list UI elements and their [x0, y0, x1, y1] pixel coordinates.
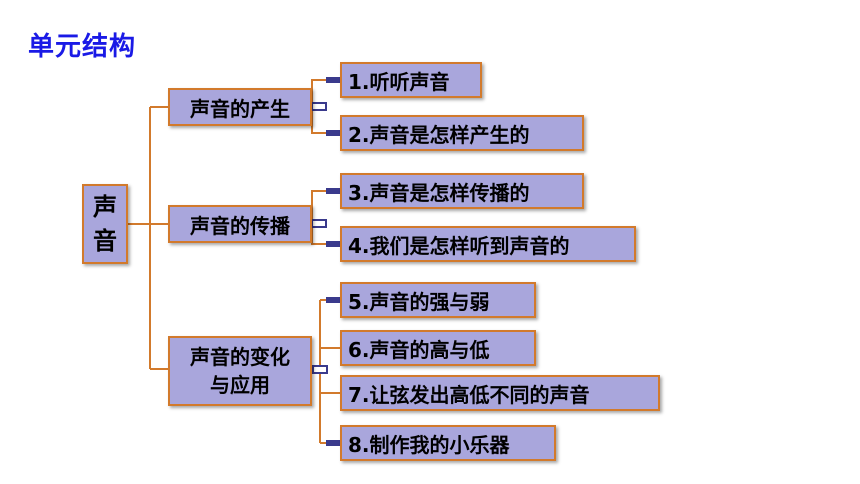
connector-branch-2 [311, 190, 340, 245]
branch-label: 声音的传播 [190, 213, 290, 238]
handle-leaf-5 [326, 297, 340, 303]
leaf-node-4: 4.我们是怎样听到声音的 [340, 226, 636, 262]
leaf-node-7: 7.让弦发出高低不同的声音 [340, 375, 660, 411]
handle-branch-2 [311, 219, 327, 228]
leaf-node-2: 2.声音是怎样产生的 [340, 115, 584, 151]
leaf-label: 8.制作我的小乐器 [348, 432, 510, 457]
leaf-node-5: 5.声音的强与弱 [340, 282, 536, 318]
handle-branch-3 [312, 365, 328, 374]
handle-leaf-4 [326, 241, 340, 247]
branch-label-line-1: 声音的变化 [190, 345, 290, 369]
branch-node-2: 声音的传播 [168, 205, 312, 243]
page-title: 单元结构 [28, 32, 137, 62]
leaf-node-8: 8.制作我的小乐器 [340, 425, 556, 461]
root-label-line-1: 声 [93, 193, 117, 221]
leaf-label: 7.让弦发出高低不同的声音 [348, 382, 590, 407]
leaf-label: 3.声音是怎样传播的 [348, 180, 530, 205]
leaf-label: 2.声音是怎样产生的 [348, 122, 530, 147]
leaf-label: 1.听听声音 [348, 69, 450, 94]
root-node: 声 音 [82, 184, 128, 264]
handle-leaf-3 [326, 188, 340, 194]
handle-leaf-2 [326, 130, 340, 136]
branch-node-3: 声音的变化 与应用 [168, 336, 312, 406]
leaf-label: 6.声音的高与低 [348, 337, 490, 362]
leaf-node-6: 6.声音的高与低 [340, 330, 536, 366]
branch-node-1: 声音的产生 [168, 88, 312, 126]
branch-label: 声音的产生 [190, 96, 290, 121]
connector-root-branches [128, 106, 168, 370]
root-label-line-2: 音 [93, 227, 117, 255]
branch-label-line-2: 与应用 [210, 373, 270, 397]
leaf-label: 5.声音的强与弱 [348, 289, 490, 314]
handle-leaf-1 [326, 77, 340, 83]
handle-leaf-8 [326, 440, 340, 446]
handle-branch-1 [311, 102, 327, 111]
leaf-node-1: 1.听听声音 [340, 62, 482, 98]
leaf-label: 4.我们是怎样听到声音的 [348, 233, 570, 258]
leaf-node-3: 3.声音是怎样传播的 [340, 173, 584, 209]
